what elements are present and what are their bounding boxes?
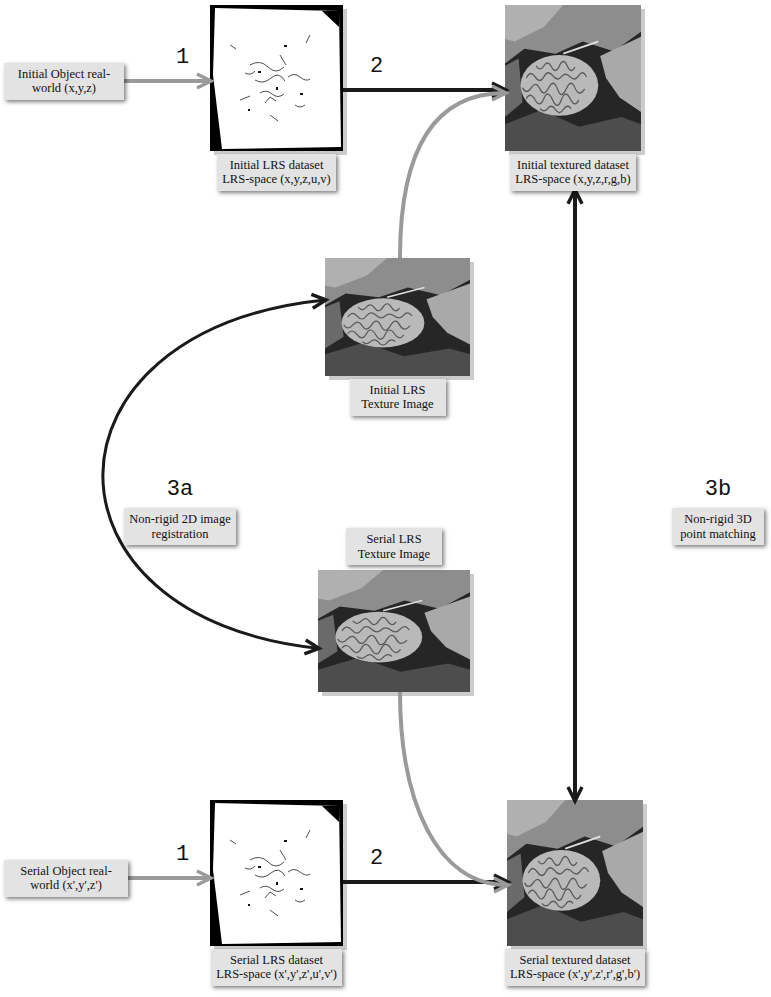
image-node: Initial LRS datasetLRS-space (x,y,z,u,v): [210, 5, 343, 191]
flow-arrow: [343, 88, 505, 92]
caption-text: LRS-space (x,y,z,u,v): [222, 172, 331, 186]
image-node: Initial textured datasetLRS-space (x,y,z…: [505, 5, 641, 191]
step-label: Non-rigid 2D image registration: [129, 512, 231, 541]
caption-text: LRS-space (x',y',z',r',g',b'): [510, 967, 640, 981]
step-number: 3a: [167, 478, 193, 502]
lrs-scan-image: [210, 5, 343, 151]
image-caption: Serial LRS Texture Image: [346, 528, 442, 565]
flow-arrow: [103, 300, 325, 648]
image-node: Serial LRS datasetLRS-space (x',y',z',u'…: [210, 800, 343, 986]
flow-arrow: [573, 191, 577, 800]
object-box: Initial Object real-world (x,y,z): [4, 63, 124, 100]
image-node: Serial textured datasetLRS-space (x',y',…: [507, 800, 643, 986]
image-caption: Serial LRS datasetLRS-space (x',y',z',u'…: [211, 949, 342, 986]
textured-image: [505, 5, 641, 151]
caption-text: Initial textured dataset: [515, 158, 630, 172]
object-box: Serial Object real-world (x',y',z'): [4, 860, 128, 897]
image-caption: Initial LRS datasetLRS-space (x,y,z,u,v): [217, 154, 336, 191]
caption-text: Initial LRS dataset: [222, 158, 331, 172]
flow-arrow: [128, 876, 210, 880]
caption-text: Initial LRS Texture Image: [355, 383, 441, 412]
step-node: 3aNon-rigid 2D image registration: [124, 478, 236, 545]
caption-text: LRS-space (x,y,z,r,g,b): [515, 172, 630, 186]
callout-number: 1: [176, 47, 189, 69]
image-node: Initial LRS Texture Image: [325, 258, 470, 416]
image-caption: Serial textured datasetLRS-space (x',y',…: [505, 949, 645, 986]
texture-photo: [325, 258, 470, 376]
flow-arrow: [124, 79, 210, 83]
step-box: Non-rigid 3D point matching: [672, 508, 764, 545]
object-label: Serial Object real-world (x',y',z'): [9, 864, 123, 893]
image-node: Serial LRS Texture Image: [318, 528, 470, 692]
step-number: 3b: [705, 478, 731, 502]
step-label: Non-rigid 3D point matching: [677, 512, 759, 541]
caption-text: Serial LRS Texture Image: [351, 532, 437, 561]
object-label: Initial Object real-world (x,y,z): [9, 67, 119, 96]
flow-arrow: [400, 93, 505, 258]
callout-number: 2: [370, 56, 383, 78]
image-caption: Initial LRS Texture Image: [350, 379, 446, 416]
caption-text: Serial textured dataset: [510, 953, 640, 967]
callout-number: 1: [176, 844, 189, 866]
callout-number: 2: [370, 848, 383, 870]
texture-photo: [318, 570, 470, 692]
caption-text: Serial LRS dataset: [216, 953, 337, 967]
step-node: 3bNon-rigid 3D point matching: [672, 478, 764, 545]
lrs-scan-image: [210, 800, 343, 946]
image-caption: Initial textured datasetLRS-space (x,y,z…: [510, 154, 635, 191]
textured-image: [507, 800, 643, 946]
caption-text: LRS-space (x',y',z',u',v'): [216, 967, 337, 981]
step-box: Non-rigid 2D image registration: [124, 508, 236, 545]
flow-arrow: [400, 692, 507, 885]
